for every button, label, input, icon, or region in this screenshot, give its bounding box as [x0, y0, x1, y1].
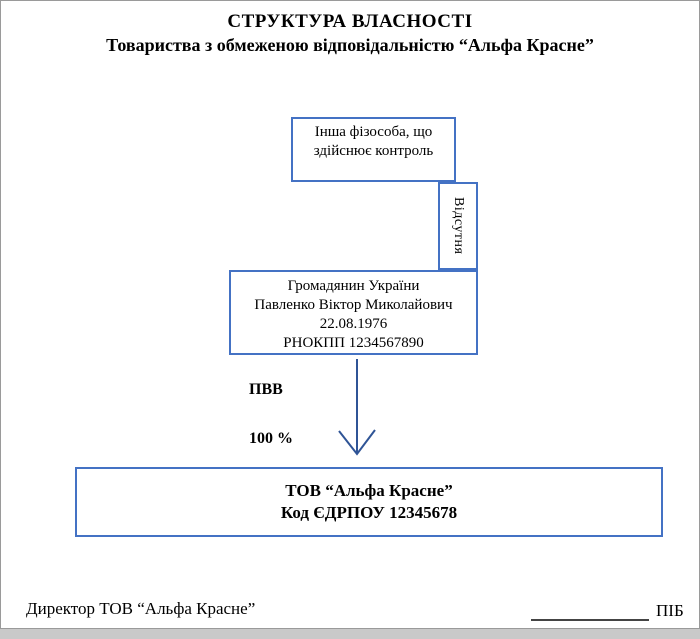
signer-title: Директор ТОВ “Альфа Красне” — [26, 599, 256, 618]
company-name: ТОВ “Альфа Красне” — [285, 481, 453, 500]
connector-box: Відсутня — [438, 182, 478, 270]
arrow-head — [338, 429, 376, 456]
owner-citizenship: Громадянин України — [287, 278, 420, 294]
owner-name: Павленко Віктор Миколайович — [254, 297, 453, 313]
influence-type-label: ПВВ — [249, 381, 283, 398]
page-subtitle: Товариства з обмеженою відповідальністю … — [106, 35, 594, 55]
signature-line — [531, 599, 649, 621]
controller-box-line2: здійснює контроль — [313, 143, 434, 159]
company-code: Код ЄДРПОУ 12345678 — [280, 503, 458, 522]
controller-box-line1: Інша фізособа, що — [314, 124, 433, 140]
owner-box: Громадянин України Павленко Віктор Микол… — [229, 270, 478, 355]
page-title: СТРУКТУРА ВЛАСНОСТІ — [227, 11, 473, 32]
signature-area: ПІБ — [531, 599, 684, 621]
controller-box: Інша фізособа, що здійснює контроль — [291, 117, 456, 182]
connector-label-vertical: Відсутня — [451, 197, 466, 255]
ownership-arrow — [338, 359, 376, 456]
company-box: ТОВ “Альфа Красне” Код ЄДРПОУ 12345678 — [75, 467, 663, 537]
signature-hint: ПІБ — [656, 601, 684, 620]
ownership-share-label: 100 % — [249, 430, 293, 447]
owner-tax-id: РНОКПП 1234567890 — [283, 335, 424, 351]
owner-birthdate: 22.08.1976 — [319, 316, 388, 332]
